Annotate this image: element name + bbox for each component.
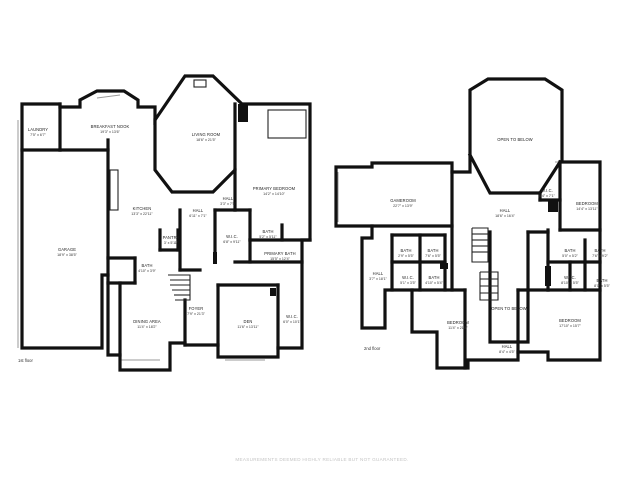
room-dims: 7'6" x 9'2" (592, 254, 608, 258)
room-dims: 8'4" x 4'5" (499, 350, 515, 354)
room-dims: 8'10" x 5'5" (561, 281, 579, 285)
room-dims: 3'7" x 18'1" (369, 277, 387, 281)
room-dims: 22'7" x 13'9" (393, 204, 413, 208)
room-name: BATH (141, 263, 152, 268)
floor-label-2f: 2nd floor (364, 346, 381, 351)
room-name: W.I.C. (402, 275, 414, 280)
room-dims: 5'1" x 3'5" (400, 281, 416, 285)
room-name: W.I.C. (564, 275, 576, 280)
room-dims: 18'6" x 21'5" (196, 138, 216, 142)
room-name: KITCHEN (133, 206, 152, 211)
room-dims: 3' x 5'11" (164, 241, 179, 245)
floor-label-1f: 1st floor (18, 358, 34, 363)
second-floor-plan (334, 77, 602, 370)
room-name: GARAGE (58, 247, 76, 252)
first-floor-plan (17, 74, 312, 372)
room-name: W.I.C. (541, 188, 553, 193)
room-dims: 3'3" x 7'5" (220, 202, 236, 206)
stairs-1f (168, 274, 191, 301)
room-name: DEN (244, 319, 253, 324)
room-dims: 13'3" x 22'11" (131, 212, 153, 216)
room-name: BEDROOM (559, 318, 581, 323)
room-dims: 8'0" x 5'5" (594, 284, 610, 288)
room-dims: 4'10" x 5'4" (425, 281, 443, 285)
room-dims: 7'9" x 21'3" (187, 312, 205, 316)
room-name: PRIMARY BATH (264, 251, 295, 256)
room-name: LAUNDRY (28, 127, 48, 132)
room-dims: 7'6" x 5'5" (425, 254, 441, 258)
room-dims: 15'5" x 12'4" (270, 257, 290, 261)
room-dims: 6'4" x 7'1" (539, 194, 555, 198)
room-dims: 6'8" x 9'11" (223, 240, 241, 244)
room-dims: 2'9" x 5'5" (398, 254, 414, 258)
room-name: PANTRY (163, 235, 180, 240)
room-dims: 11'4" x 18'2" (137, 325, 157, 329)
room-name: HALL (193, 208, 204, 213)
room-dims: 6'11" x 7'1" (189, 214, 207, 218)
room-dims: 14'4" x 13'11" (576, 207, 598, 211)
room-name: HALL (373, 271, 384, 276)
room-name: HALL (500, 208, 511, 213)
room-name: BEDROOM (447, 320, 469, 325)
room-name: BEDROOM (576, 201, 598, 206)
room-dims: 6'0" x 10'1" (283, 320, 301, 324)
room-dims: 7'5" x 6'7" (30, 133, 46, 137)
room-name: BATH (428, 275, 439, 280)
room-dims: 18'6" x 16'4" (495, 214, 515, 218)
room-dims: 4'10" x 3'9" (138, 269, 156, 273)
room-name: BATH (262, 229, 273, 234)
room-name: BATH (400, 248, 411, 253)
exterior-wall-1f (20, 74, 312, 372)
stairs-2f (471, 227, 499, 301)
room-dims: 19'3" x 13'6" (100, 130, 120, 134)
room-name: LIVING ROOM (192, 132, 221, 137)
room-dims: 17'10" x 15'7" (559, 324, 581, 328)
room-name: GAMEROOM (390, 198, 416, 203)
room-name: BATH (594, 248, 605, 253)
room-dims: 11'6" x 13'11" (237, 325, 259, 329)
room-dims: 5'0" x 5'2" (562, 254, 578, 258)
room-name: BREAKFAST NOOK (91, 124, 130, 129)
room-labels-1f: LAUNDRY 7'5" x 6'7" BREAKFAST NOOK 19'3"… (18, 124, 302, 363)
room-dims: 14'2" x 14'10" (263, 192, 285, 196)
room-name: W.I.C. (226, 234, 238, 239)
room-name: W.I.C. (286, 314, 298, 319)
disclaimer-text: MEASUREMENTS DEEMED HIGHLY RELIABLE BUT … (235, 457, 408, 462)
room-name: DINING AREA (133, 319, 161, 324)
room-dims: 18'9" x 38'5" (57, 253, 77, 257)
room-dims: 5'2" x 5'11" (259, 235, 277, 239)
room-name: BATH (596, 278, 607, 283)
room-labels-2f: OPEN TO BELOW GAMEROOM 22'7" x 13'9" HAL… (364, 137, 611, 354)
room-name: PRIMARY BEDROOM (253, 186, 296, 191)
room-name: OPEN TO BELOW (497, 137, 533, 142)
room-name: BATH (564, 248, 575, 253)
room-name: FOYER (189, 306, 204, 311)
room-dims: 11'4" x 21'8" (448, 326, 468, 330)
room-name: OPEN TO BELOW (491, 306, 527, 311)
room-name: HALL (223, 196, 234, 201)
room-name: BATH (427, 248, 438, 253)
room-name: HALL (502, 344, 513, 349)
